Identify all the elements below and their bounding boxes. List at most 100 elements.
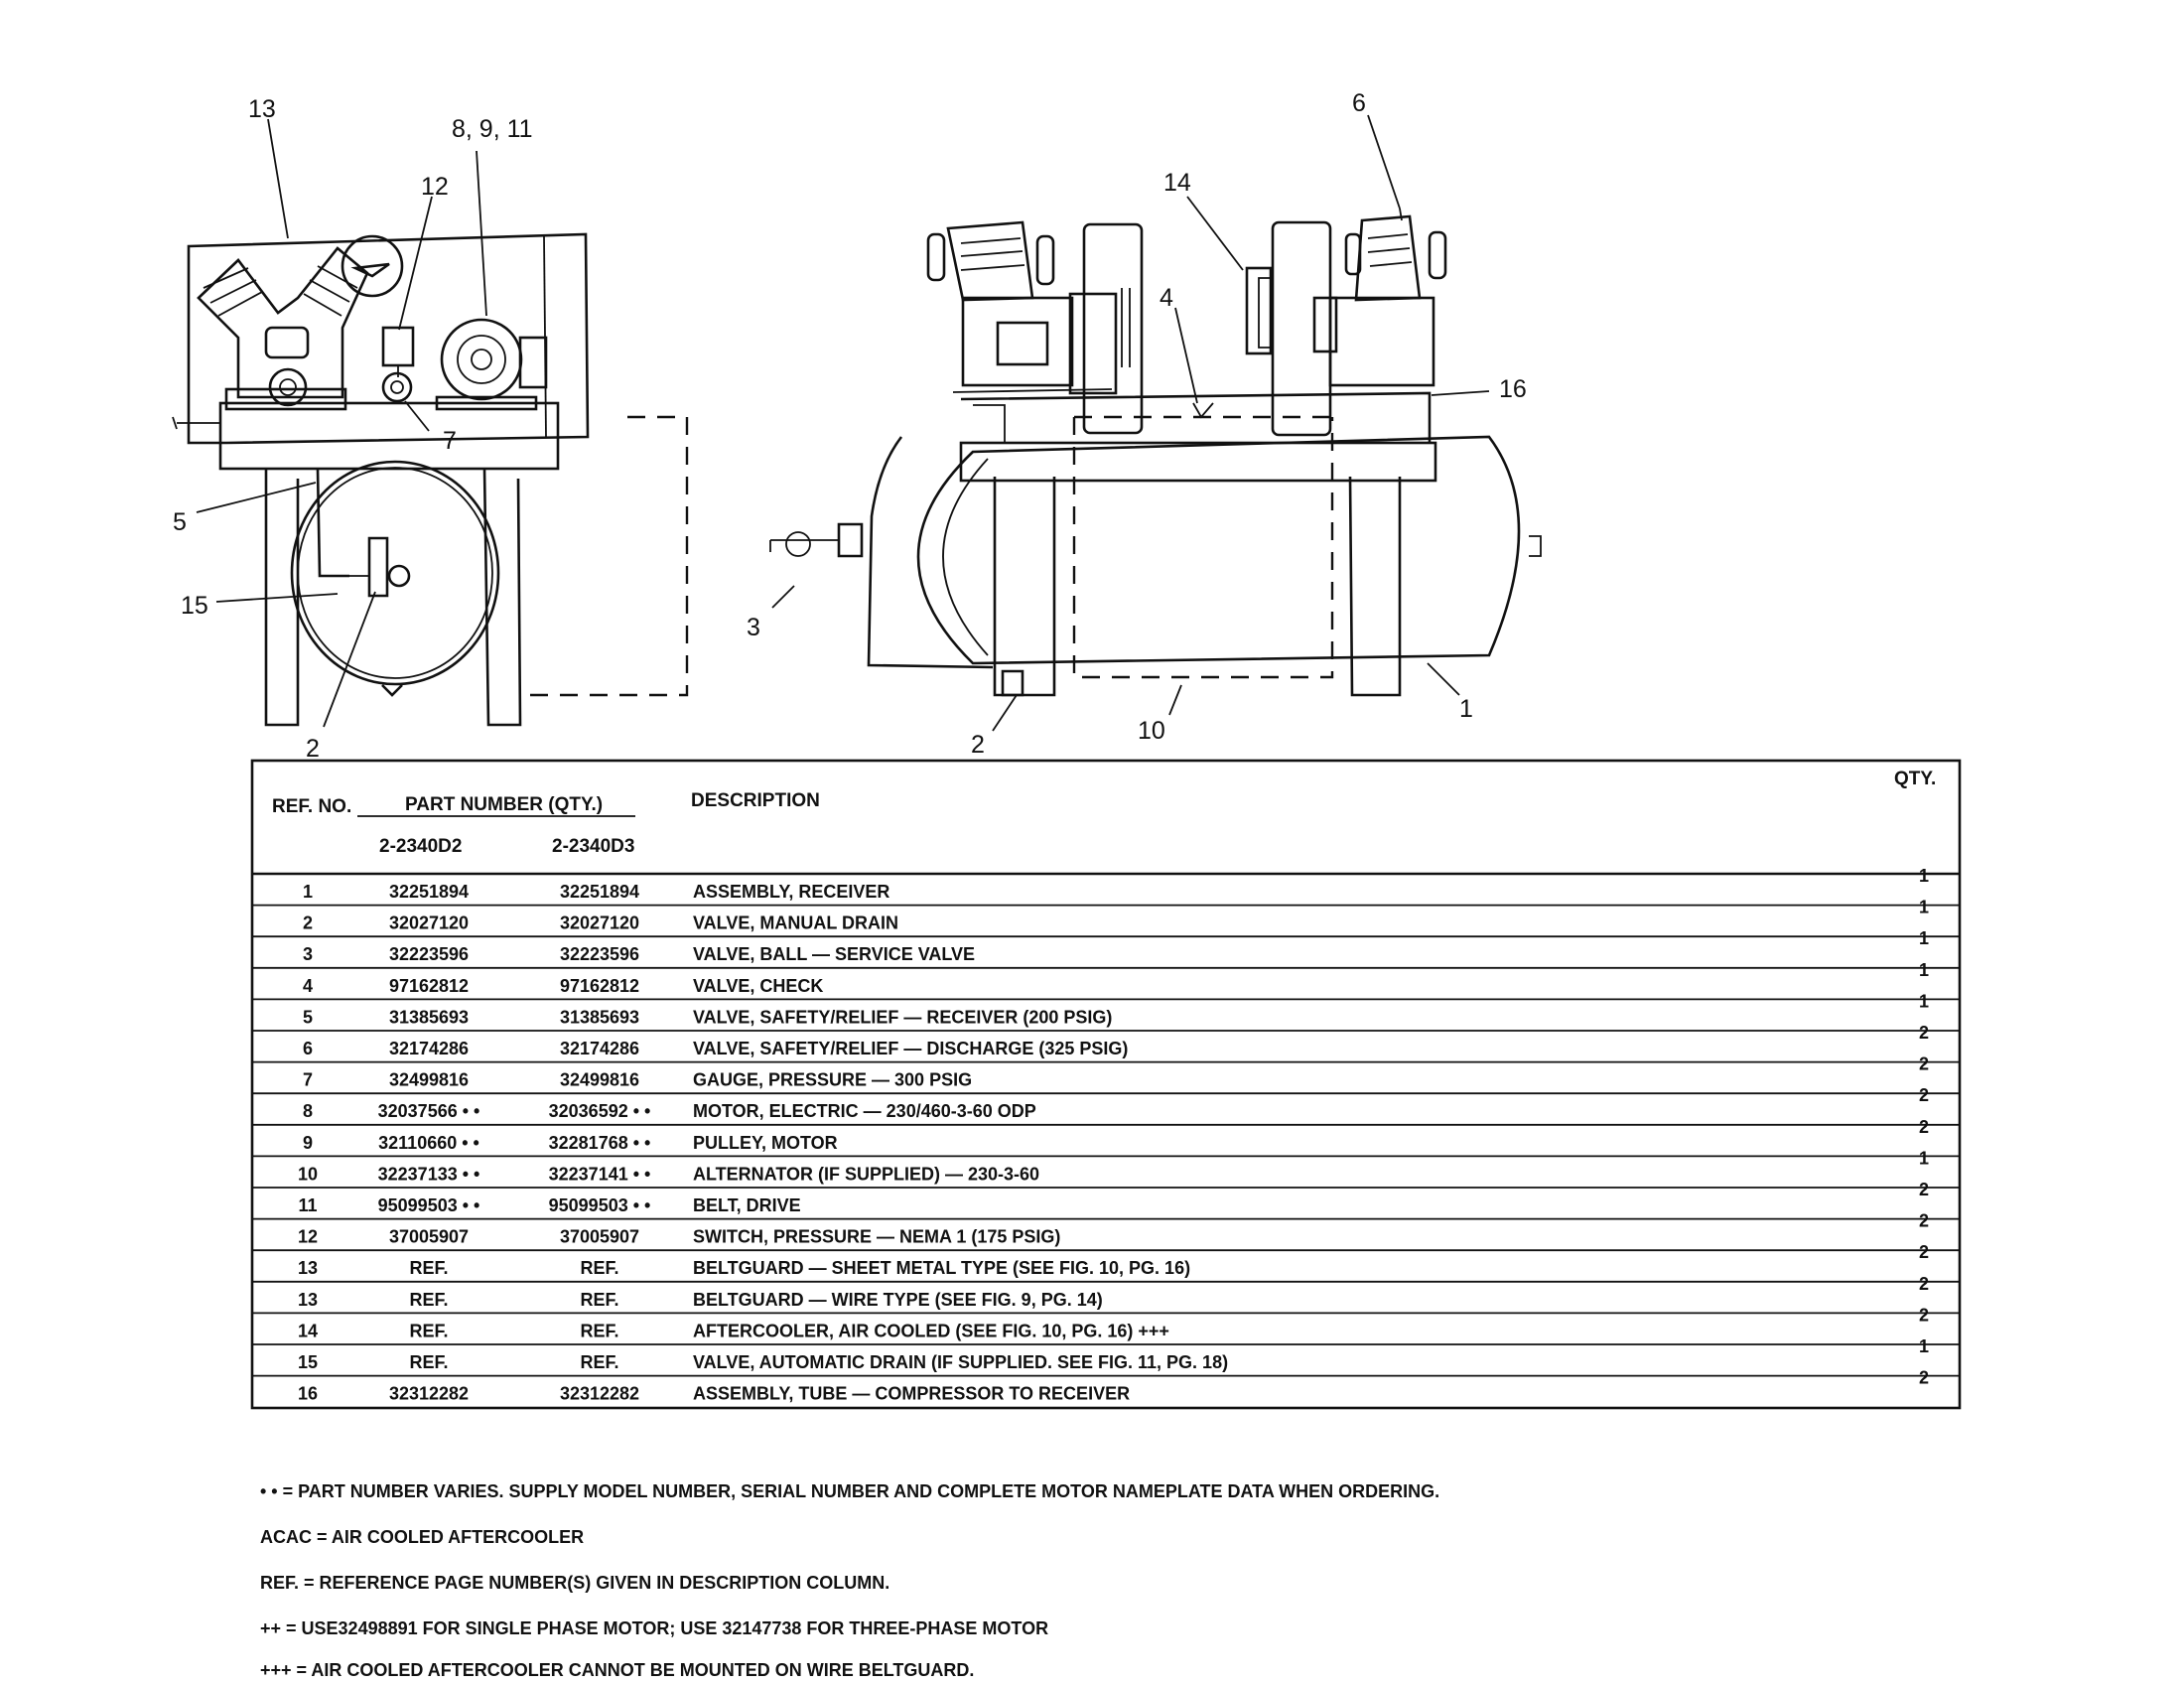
cell-part-number-2-2340d2: 32251894 bbox=[389, 882, 469, 902]
pressure-gauge bbox=[381, 371, 413, 403]
callout-10: 10 bbox=[1138, 717, 1165, 745]
compressor-left bbox=[926, 220, 1118, 395]
cell-ref: 13 bbox=[298, 1290, 318, 1310]
cell-part-number-2-2340d3: 95099503 • • bbox=[549, 1195, 651, 1215]
cell-part-number-2-2340d2: 32237133 • • bbox=[378, 1164, 480, 1184]
cell-description: ALTERNATOR (IF SUPPLIED) — 230-3-60 bbox=[693, 1164, 1039, 1184]
cell-qty: 1 bbox=[1919, 1336, 1929, 1356]
cell-part-number-2-2340d3: 32223596 bbox=[560, 944, 639, 964]
cell-part-number-2-2340d2: 32110660 • • bbox=[378, 1133, 479, 1153]
right-leg bbox=[482, 468, 522, 727]
cell-part-number-2-2340d2: 32312282 bbox=[389, 1384, 469, 1404]
compressor-pump-end bbox=[197, 234, 404, 411]
cell-qty: 2 bbox=[1919, 1368, 1929, 1388]
cell-description: AFTERCOOLER, AIR COOLED (SEE FIG. 10, PG… bbox=[693, 1321, 1169, 1340]
cell-part-number-2-2340d2: 97162812 bbox=[389, 976, 469, 996]
cell-qty: 2 bbox=[1919, 1180, 1929, 1199]
beltguard-housing bbox=[187, 232, 590, 445]
callout-15: 15 bbox=[181, 592, 208, 620]
cell-part-number-2-2340d2: 32027120 bbox=[389, 913, 469, 933]
side-deck-channel bbox=[959, 441, 1437, 483]
cell-part-number-2-2340d2: REF. bbox=[409, 1321, 448, 1340]
motor-end bbox=[435, 318, 548, 411]
receiver-tank-end bbox=[290, 460, 500, 686]
cell-ref: 3 bbox=[303, 944, 313, 964]
pressure-switch bbox=[381, 326, 415, 367]
cell-description: BELTGUARD — SHEET METAL TYPE (SEE FIG. 1… bbox=[693, 1258, 1190, 1278]
cell-part-number-2-2340d3: REF. bbox=[580, 1258, 618, 1278]
cell-ref: 4 bbox=[303, 976, 313, 996]
cell-part-number-2-2340d2: REF. bbox=[409, 1290, 448, 1310]
callout-leaders bbox=[196, 114, 1490, 732]
callout-13: 13 bbox=[248, 95, 276, 123]
cell-description: VALVE, SAFETY/RELIEF — DISCHARGE (325 PS… bbox=[693, 1039, 1128, 1058]
callout-2-side-view: 2 bbox=[971, 731, 985, 759]
cell-part-number-2-2340d3: REF. bbox=[580, 1290, 618, 1310]
callout-numbers: 13 8, 9, 11 12 7 5 15 2 6 14 4 16 3 2 10… bbox=[173, 89, 1527, 763]
cell-part-number-2-2340d3: 32251894 bbox=[560, 882, 639, 902]
callout-5: 5 bbox=[173, 508, 187, 536]
cell-part-number-2-2340d2: 32037566 • • bbox=[378, 1101, 480, 1121]
cell-ref: 11 bbox=[298, 1195, 317, 1215]
parts-table: REF. NO. PART NUMBER (QTY.) 2-2340D2 2-2… bbox=[250, 759, 1962, 1410]
header-part-number: PART NUMBER (QTY.) bbox=[405, 794, 603, 815]
table-border bbox=[250, 759, 1962, 1410]
tank-leg-left bbox=[993, 477, 1056, 697]
cell-qty: 1 bbox=[1919, 928, 1929, 948]
cell-description: PULLEY, MOTOR bbox=[693, 1133, 838, 1153]
table-row: 16 32312282 32312282 ASSEMBLY, TUBE — COMPR… bbox=[252, 1368, 1960, 1404]
header-model-b: 2-2340D3 bbox=[552, 836, 634, 857]
cell-ref: 13 bbox=[298, 1258, 318, 1278]
cell-part-number-2-2340d3: 32281768 • • bbox=[549, 1133, 651, 1153]
cell-qty: 2 bbox=[1919, 1242, 1929, 1262]
cell-ref: 1 bbox=[303, 882, 313, 902]
cell-part-number-2-2340d2: REF. bbox=[409, 1258, 448, 1278]
cell-qty: 2 bbox=[1919, 1117, 1929, 1137]
cell-description: VALVE, MANUAL DRAIN bbox=[693, 913, 898, 933]
automatic-drain-valve bbox=[367, 536, 389, 598]
note-single-phase: ++ = USE32498891 FOR SINGLE PHASE MOTOR;… bbox=[260, 1618, 1048, 1638]
cell-ref: 6 bbox=[303, 1039, 313, 1058]
cell-qty: 2 bbox=[1919, 1023, 1929, 1043]
cell-part-number-2-2340d3: 32312282 bbox=[560, 1384, 639, 1404]
note-acac: ACAC = AIR COOLED AFTERCOOLER bbox=[260, 1527, 584, 1547]
cell-part-number-2-2340d2: REF. bbox=[409, 1352, 448, 1372]
cell-qty: 1 bbox=[1919, 1148, 1929, 1168]
cell-part-number-2-2340d3: 31385693 bbox=[560, 1007, 639, 1027]
cell-ref: 16 bbox=[298, 1384, 318, 1404]
discharge-tube bbox=[960, 391, 1432, 443]
header-model-a: 2-2340D2 bbox=[379, 836, 462, 857]
left-leg bbox=[264, 469, 300, 727]
cell-qty: 2 bbox=[1919, 1274, 1929, 1294]
service-ball-valve bbox=[837, 522, 864, 558]
footnotes: • • = PART NUMBER VARIES. SUPPLY MODEL N… bbox=[260, 1481, 1439, 1680]
callout-16: 16 bbox=[1499, 375, 1527, 403]
cell-part-number-2-2340d3: REF. bbox=[580, 1352, 618, 1372]
cell-description: SWITCH, PRESSURE — NEMA 1 (175 PSIG) bbox=[693, 1227, 1060, 1247]
cell-description: GAUGE, PRESSURE — 300 PSIG bbox=[693, 1070, 972, 1090]
note-part-number-varies: • • = PART NUMBER VARIES. SUPPLY MODEL N… bbox=[260, 1481, 1439, 1501]
cell-qty: 1 bbox=[1919, 898, 1929, 917]
cell-part-number-2-2340d3: 32174286 bbox=[560, 1039, 639, 1058]
cell-part-number-2-2340d3: 37005907 bbox=[560, 1227, 639, 1247]
deck-plate bbox=[218, 401, 560, 471]
cell-part-number-2-2340d2: 32499816 bbox=[389, 1070, 469, 1090]
cell-ref: 9 bbox=[303, 1133, 313, 1153]
cell-description: ASSEMBLY, TUBE — COMPRESSOR TO RECEIVER bbox=[693, 1384, 1130, 1404]
wire-beltguard-dashed bbox=[526, 415, 689, 697]
cell-ref: 2 bbox=[303, 913, 313, 933]
cell-description: VALVE, CHECK bbox=[693, 976, 823, 996]
note-ref: REF. = REFERENCE PAGE NUMBER(S) GIVEN IN… bbox=[260, 1573, 889, 1593]
callout-14: 14 bbox=[1163, 169, 1191, 197]
cell-qty: 1 bbox=[1919, 866, 1929, 886]
